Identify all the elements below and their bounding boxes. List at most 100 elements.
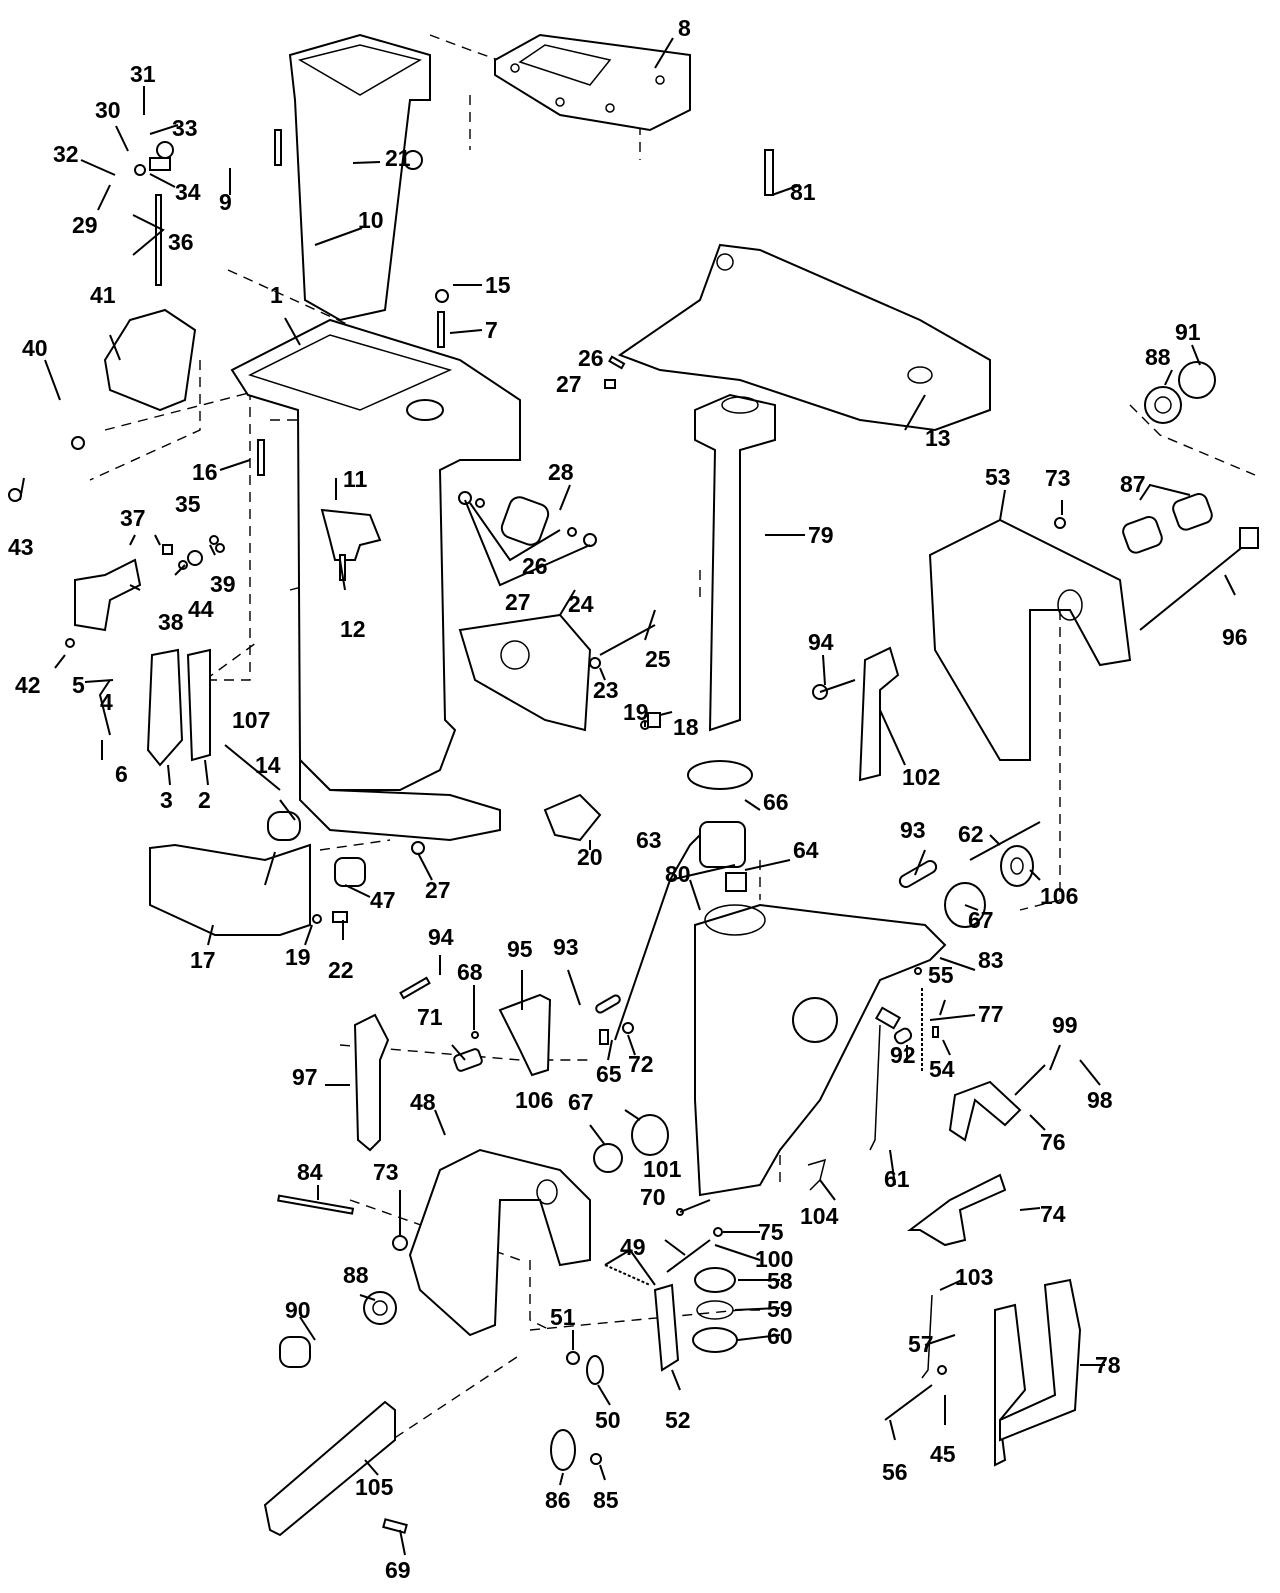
part-49-spring xyxy=(604,1264,651,1286)
callout-27-mid: 27 xyxy=(505,589,531,615)
callout-32: 32 xyxy=(53,141,79,167)
callout-28: 28 xyxy=(548,459,574,485)
part-2-plate xyxy=(186,648,211,762)
callout-64: 64 xyxy=(793,837,819,863)
callout-21: 21 xyxy=(385,145,411,171)
callout-51: 51 xyxy=(550,1304,576,1330)
callout-77: 77 xyxy=(978,1001,1004,1027)
callout-72: 72 xyxy=(628,1051,654,1077)
callout-9: 9 xyxy=(219,189,232,215)
callout-58: 58 xyxy=(767,1268,793,1294)
callout-94-bottom: 94 xyxy=(428,924,454,950)
part-93-pin xyxy=(898,860,938,888)
callout-41: 41 xyxy=(90,282,116,308)
callout-15: 15 xyxy=(485,272,511,298)
callout-50: 50 xyxy=(595,1407,621,1433)
part-78-bracket xyxy=(994,1278,1082,1467)
callout-8: 8 xyxy=(678,15,691,41)
part-48-stern-bracket xyxy=(408,1148,591,1337)
callout-71: 71 xyxy=(417,1004,443,1030)
callout-42: 42 xyxy=(15,672,41,698)
callout-98: 98 xyxy=(1087,1087,1113,1113)
part-66-bushing xyxy=(699,821,746,868)
callout-48: 48 xyxy=(410,1089,436,1115)
part-107-anti-ventilation-plate xyxy=(299,757,501,842)
callout-65: 65 xyxy=(596,1061,622,1087)
part-76-lever xyxy=(948,1080,1022,1142)
callout-87: 87 xyxy=(1120,471,1146,497)
callout-105: 105 xyxy=(355,1474,394,1500)
callout-67-left: 67 xyxy=(568,1089,594,1115)
callout-104: 104 xyxy=(800,1203,839,1229)
callout-106-right: 106 xyxy=(1040,883,1078,909)
callout-40: 40 xyxy=(22,335,48,361)
callout-54: 54 xyxy=(929,1056,955,1082)
callout-86: 86 xyxy=(545,1487,571,1513)
callout-37: 37 xyxy=(120,505,146,531)
part-11-rubber-mount xyxy=(320,508,382,561)
callout-1: 1 xyxy=(270,282,283,308)
part-52-arm xyxy=(653,1283,680,1372)
part-80-swivel-bracket xyxy=(694,903,947,1197)
callout-91: 91 xyxy=(1175,319,1201,345)
callout-35: 35 xyxy=(175,491,201,517)
callout-labels: 8 31 30 33 32 34 21 9 29 10 36 81 15 7 1… xyxy=(8,15,1248,1583)
callout-29: 29 xyxy=(72,212,98,238)
part-79-steering-shaft xyxy=(694,393,776,732)
part-96-tilt-pin xyxy=(1139,527,1259,631)
callout-90: 90 xyxy=(285,1297,311,1323)
callout-60: 60 xyxy=(767,1323,793,1349)
callout-80: 80 xyxy=(665,861,691,887)
callout-88-bottom: 88 xyxy=(343,1262,369,1288)
callout-101: 101 xyxy=(643,1156,682,1182)
callout-61: 61 xyxy=(884,1166,910,1192)
callout-68: 68 xyxy=(457,959,483,985)
part-58-clamp xyxy=(694,1267,736,1293)
callout-18: 18 xyxy=(673,714,699,740)
callout-103: 103 xyxy=(955,1264,993,1290)
callout-93-right: 93 xyxy=(900,817,926,843)
callout-78: 78 xyxy=(1095,1352,1121,1378)
callout-14: 14 xyxy=(255,752,281,778)
part-13-swivel-cover xyxy=(617,243,991,432)
callout-12: 12 xyxy=(340,616,366,642)
callout-107: 107 xyxy=(232,707,270,733)
callout-66: 66 xyxy=(763,789,789,815)
part-38-shaft xyxy=(74,558,142,632)
part-102-tilt-lever xyxy=(858,646,900,782)
part-53-stern-bracket xyxy=(928,518,1132,761)
callout-67-right: 67 xyxy=(968,907,994,933)
callout-7: 7 xyxy=(485,317,498,343)
callout-92: 92 xyxy=(890,1042,916,1068)
callout-20: 20 xyxy=(577,844,603,870)
callout-47: 47 xyxy=(370,887,396,913)
callout-96: 96 xyxy=(1222,624,1248,650)
callout-57: 57 xyxy=(908,1331,934,1357)
part-47-mount xyxy=(334,857,366,887)
part-63-thrust-washer xyxy=(687,760,753,790)
callout-13: 13 xyxy=(925,425,951,451)
callout-11: 11 xyxy=(343,466,368,492)
callout-75: 75 xyxy=(758,1219,784,1245)
part-88-locknut xyxy=(1144,386,1182,424)
callout-79: 79 xyxy=(808,522,834,548)
callout-36: 36 xyxy=(168,229,194,255)
callout-10: 10 xyxy=(358,207,384,233)
callout-49: 49 xyxy=(620,1234,646,1260)
callout-69: 69 xyxy=(385,1557,411,1583)
part-59-ring xyxy=(696,1300,734,1320)
part-3-grip-pad xyxy=(146,648,184,767)
callout-94-top: 94 xyxy=(808,629,834,655)
callout-27-bottom: 27 xyxy=(425,877,451,903)
part-87-bushings xyxy=(1122,493,1213,554)
part-8-gasket xyxy=(494,33,691,132)
part-1-exhaust-housing xyxy=(230,318,521,791)
callout-3: 3 xyxy=(160,787,173,813)
callout-74: 74 xyxy=(1040,1201,1066,1227)
callout-19-bottom: 19 xyxy=(285,944,311,970)
callout-95: 95 xyxy=(507,936,533,962)
callout-76: 76 xyxy=(1040,1129,1066,1155)
callout-24: 24 xyxy=(568,591,594,617)
callout-84: 84 xyxy=(297,1159,323,1185)
